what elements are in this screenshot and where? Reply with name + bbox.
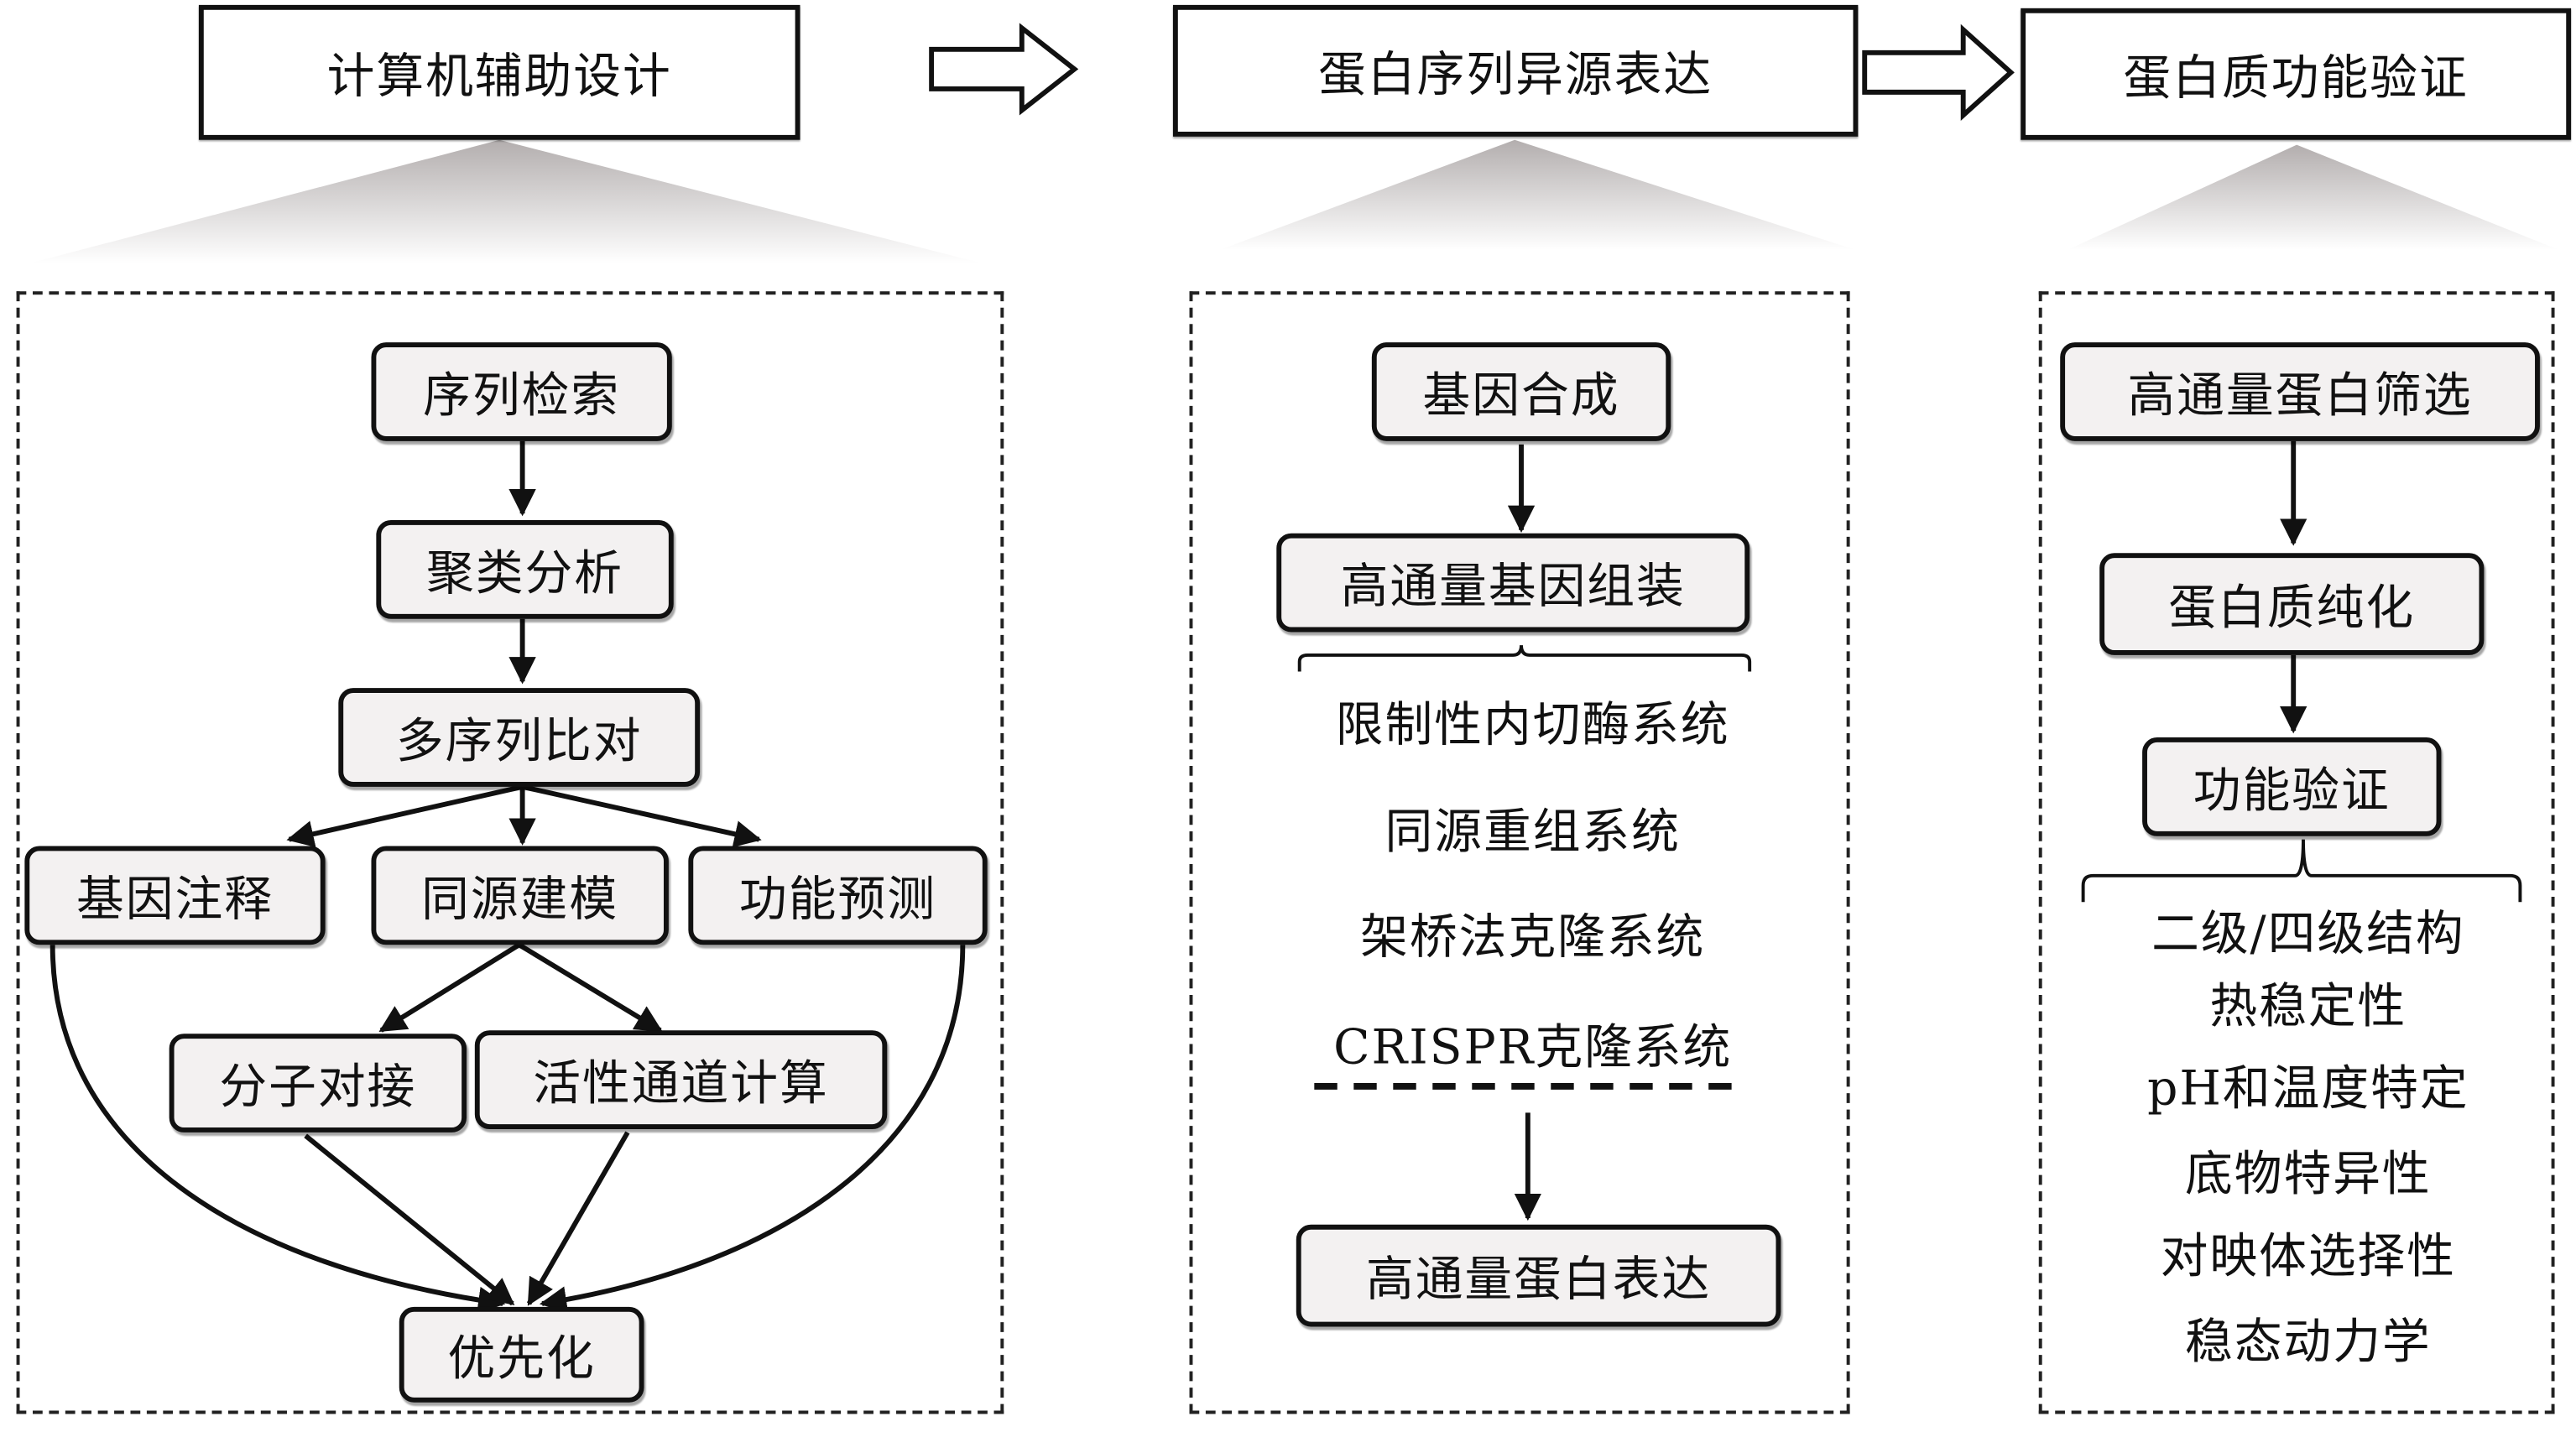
node-label: 基因注释 <box>76 870 274 927</box>
node-function-prediction: 功能预测 <box>688 846 988 945</box>
stage-arrow-icon <box>929 23 1079 116</box>
expression-panel <box>1189 291 1850 1414</box>
property-item: 二级/四级结构 <box>2151 905 2465 961</box>
node-label: 活性通道计算 <box>533 1054 829 1112</box>
node-label: 功能预测 <box>739 870 937 927</box>
stage-arrow-icon <box>1862 23 2015 121</box>
node-clustering: 聚类分析 <box>376 520 674 619</box>
assembly-method: 架桥法克隆系统 <box>1360 909 1706 965</box>
node-channel-calculation: 活性通道计算 <box>474 1030 888 1130</box>
validation-fan <box>2067 144 2560 251</box>
node-protein-screening: 高通量蛋白筛选 <box>2060 342 2540 441</box>
stage-header-expression: 蛋白序列异源表达 <box>1172 4 1859 137</box>
node-gene-synthesis: 基因合成 <box>1371 342 1671 441</box>
node-protein-purification: 蛋白质纯化 <box>2099 553 2485 655</box>
node-label: 序列检索 <box>423 367 621 424</box>
node-molecular-docking: 分子对接 <box>169 1034 467 1133</box>
node-gene-annotation: 基因注释 <box>24 846 326 945</box>
node-protein-expression: 高通量蛋白表达 <box>1296 1224 1781 1327</box>
design-fan <box>29 139 983 263</box>
node-functional-validation: 功能验证 <box>2142 737 2442 836</box>
node-label: 同源建模 <box>421 870 619 927</box>
node-label: 基因合成 <box>1422 367 1620 424</box>
stage-title: 计算机辅助设计 <box>326 47 672 104</box>
node-homology-modeling: 同源建模 <box>371 846 669 945</box>
node-multiple-alignment: 多序列比对 <box>338 688 701 787</box>
property-item: pH和温度特定 <box>2147 1060 2469 1117</box>
node-label: 蛋白质纯化 <box>2168 579 2416 636</box>
stage-header-validation: 蛋白质功能验证 <box>2021 8 2572 140</box>
property-item: 底物特异性 <box>2184 1145 2432 1202</box>
node-label: 优先化 <box>447 1330 596 1387</box>
node-sequence-search: 序列检索 <box>371 342 672 441</box>
stage-title: 蛋白序列异源表达 <box>1318 45 1713 102</box>
expression-fan <box>1218 139 1857 251</box>
assembly-method: 同源重组系统 <box>1384 803 1681 860</box>
property-item: 热稳定性 <box>2209 977 2407 1034</box>
stage-header-design: 计算机辅助设计 <box>198 4 800 140</box>
node-label: 多序列比对 <box>395 712 643 769</box>
node-label: 分子对接 <box>219 1058 417 1115</box>
property-item: 对映体选择性 <box>2160 1227 2457 1284</box>
validation-panel <box>2038 291 2555 1414</box>
node-label: 高通量蛋白表达 <box>1365 1251 1712 1307</box>
node-label: 聚类分析 <box>426 544 624 601</box>
node-prioritization: 优先化 <box>399 1306 644 1403</box>
property-item: 稳态动力学 <box>2184 1313 2432 1370</box>
design-panel <box>16 291 1004 1414</box>
node-label: 高通量基因组装 <box>1340 558 1686 614</box>
assembly-method: 限制性内切酶系统 <box>1335 695 1730 752</box>
stage-title: 蛋白质功能验证 <box>2123 49 2469 106</box>
node-gene-assembly: 高通量基因组装 <box>1276 533 1750 633</box>
node-label: 功能验证 <box>2193 762 2391 819</box>
assembly-method: CRISPR克隆系统 <box>1333 1018 1733 1075</box>
node-label: 高通量蛋白筛选 <box>2127 367 2473 424</box>
